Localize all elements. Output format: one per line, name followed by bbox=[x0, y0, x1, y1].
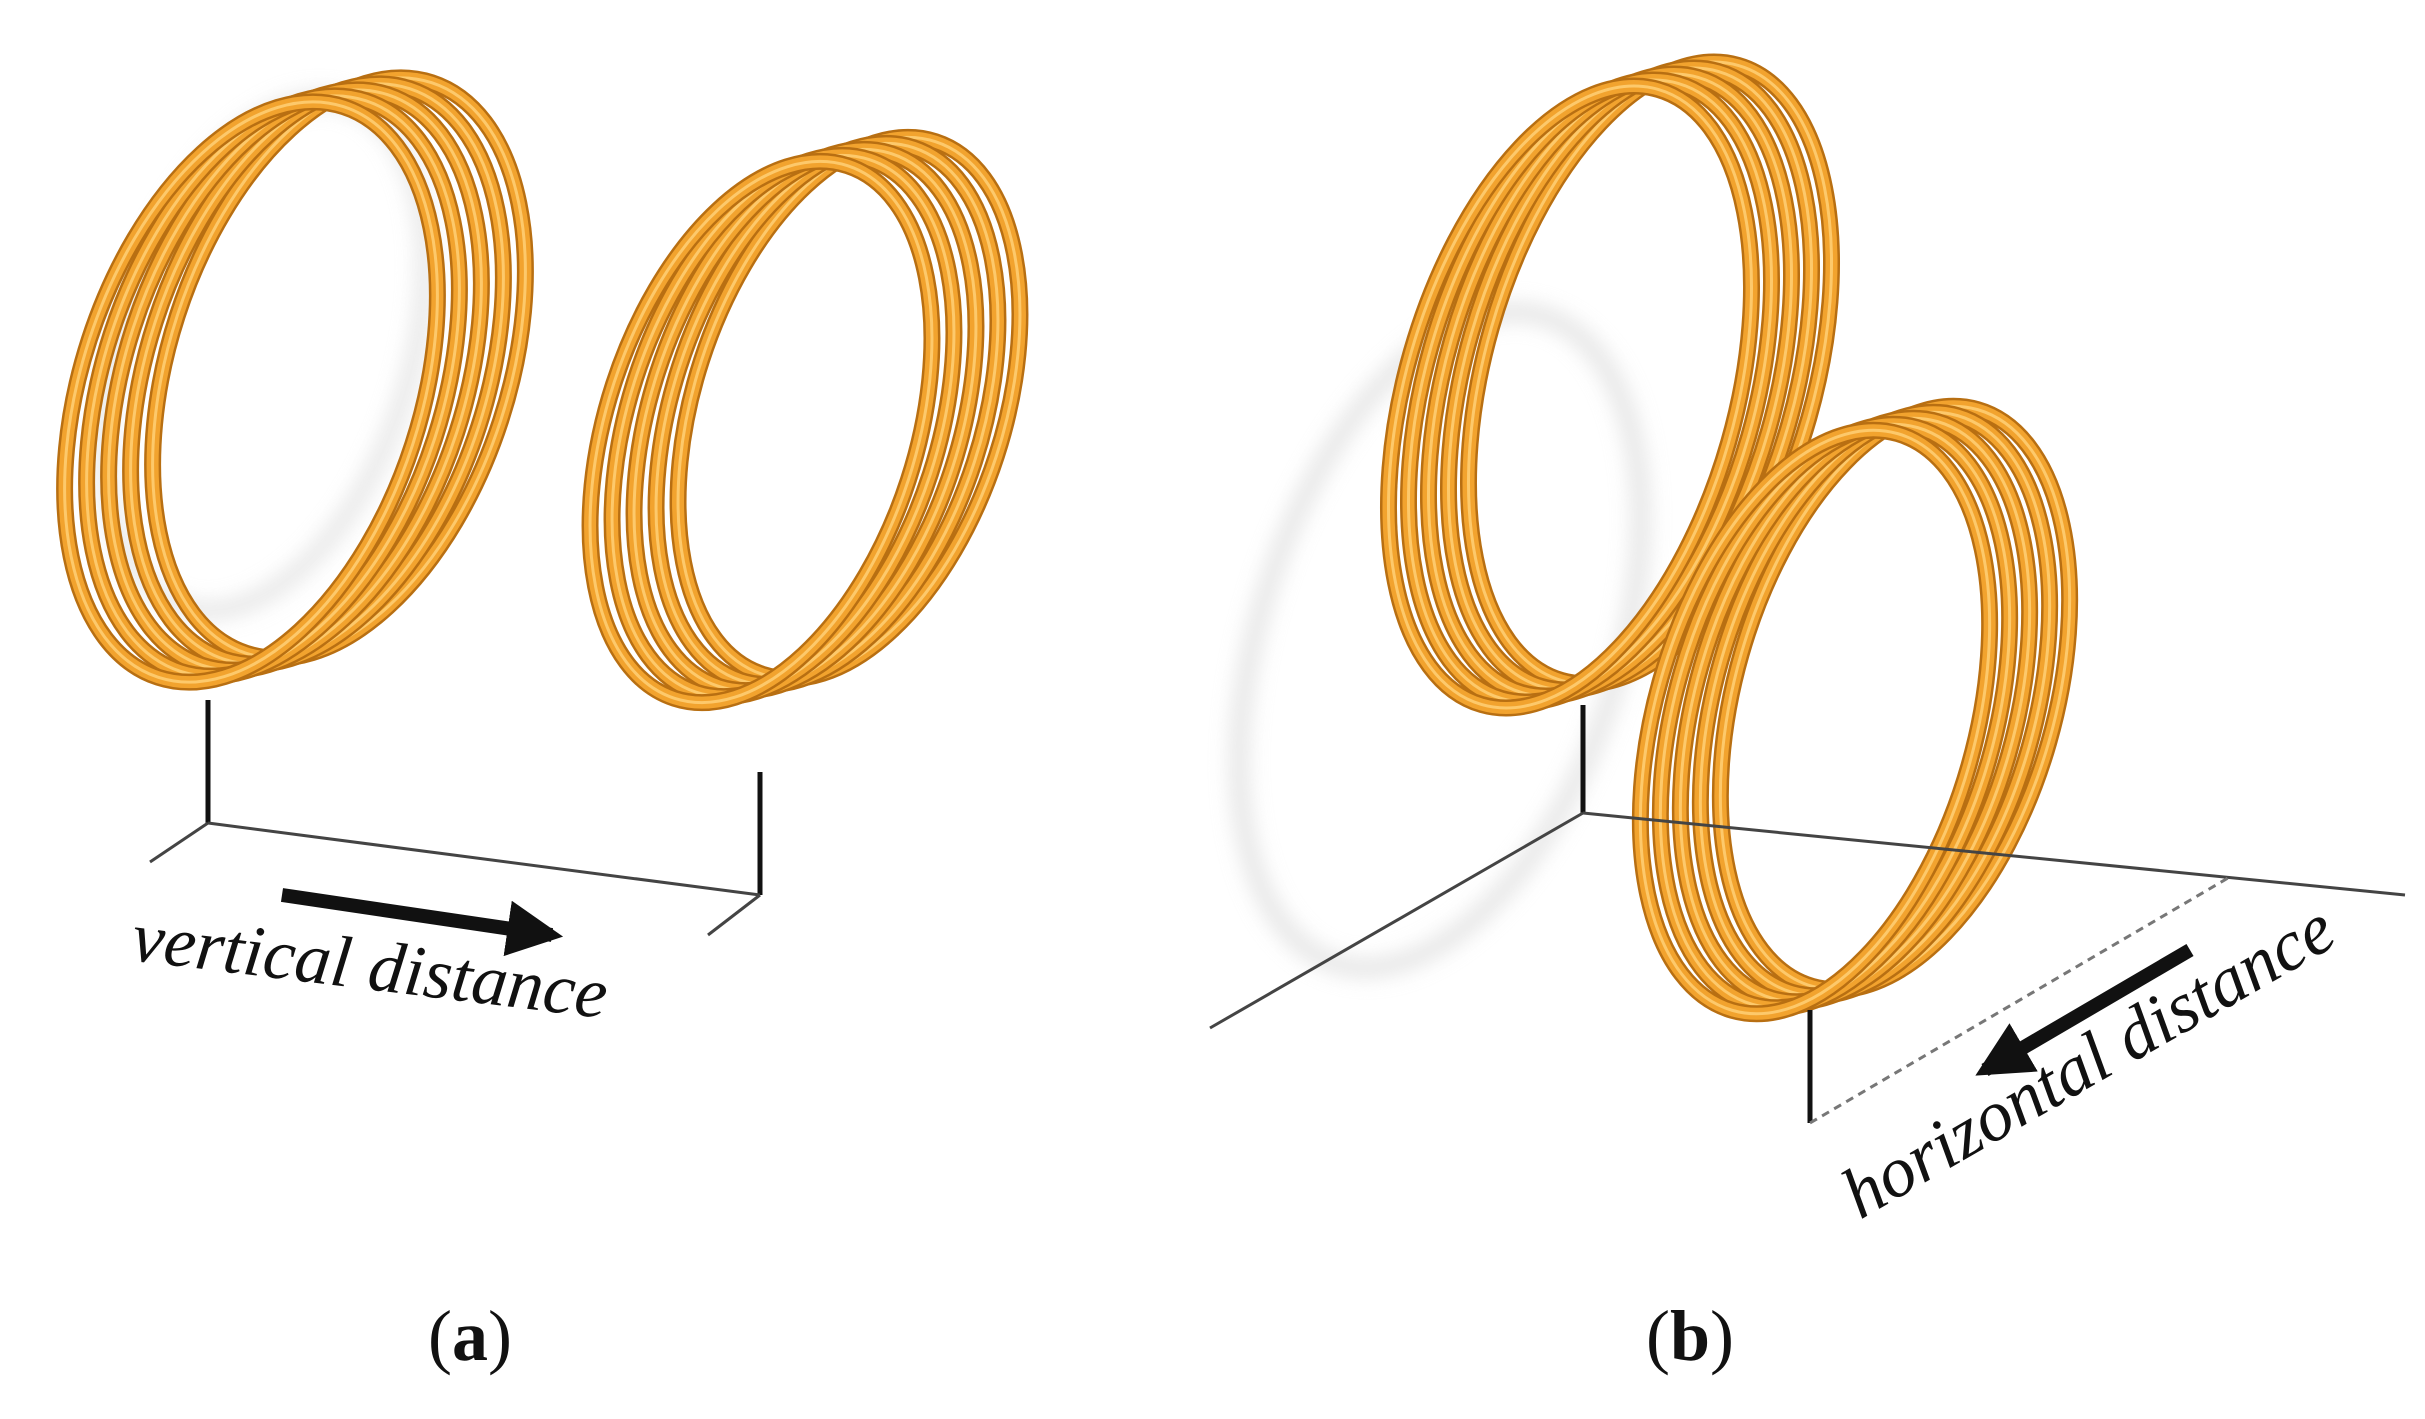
horizontal-distance-arrow bbox=[1975, 943, 2194, 1077]
coil-turn bbox=[1467, 60, 1833, 686]
ground-axes-a bbox=[149, 821, 761, 937]
vertical-distance-label: vertical distance bbox=[128, 896, 612, 1034]
coil-turn bbox=[1638, 428, 1992, 1016]
coil-turn bbox=[129, 82, 505, 666]
vertical-distance-arrow bbox=[280, 888, 564, 957]
coil-turn bbox=[107, 88, 483, 672]
panel-a: vertical distance (a) bbox=[56, 69, 1029, 1376]
panel-b-caption: (b) bbox=[1646, 1296, 1734, 1376]
coil-shadow-large bbox=[1230, 302, 1650, 978]
coil-turn bbox=[1678, 416, 2032, 1004]
ground-axes-b bbox=[1209, 811, 2406, 1030]
dashed-guide bbox=[1809, 876, 2229, 1125]
coil-turn bbox=[151, 76, 527, 660]
coil-turn bbox=[1447, 66, 1813, 692]
coil-turn bbox=[85, 94, 461, 678]
coil-turn bbox=[588, 159, 934, 705]
coil-left bbox=[56, 69, 534, 691]
coil-turn bbox=[63, 100, 439, 684]
coil-turn bbox=[1718, 404, 2072, 992]
coil-turn bbox=[676, 135, 1022, 681]
coil-turn bbox=[1698, 410, 2052, 998]
coil-front bbox=[1631, 397, 2079, 1023]
coil-turn bbox=[1658, 422, 2012, 1010]
panel-b: horizontal distance (b) bbox=[1209, 53, 2406, 1376]
coil-turn bbox=[1407, 78, 1773, 704]
coil-right bbox=[581, 128, 1029, 712]
panel-a-caption: (a) bbox=[428, 1296, 512, 1376]
coil-turn bbox=[610, 153, 956, 699]
coil-turn bbox=[654, 141, 1000, 687]
coil-turn bbox=[1387, 84, 1753, 710]
coil-turn bbox=[1427, 72, 1793, 698]
coil-turn bbox=[632, 147, 978, 693]
coil-back bbox=[1380, 53, 1840, 717]
